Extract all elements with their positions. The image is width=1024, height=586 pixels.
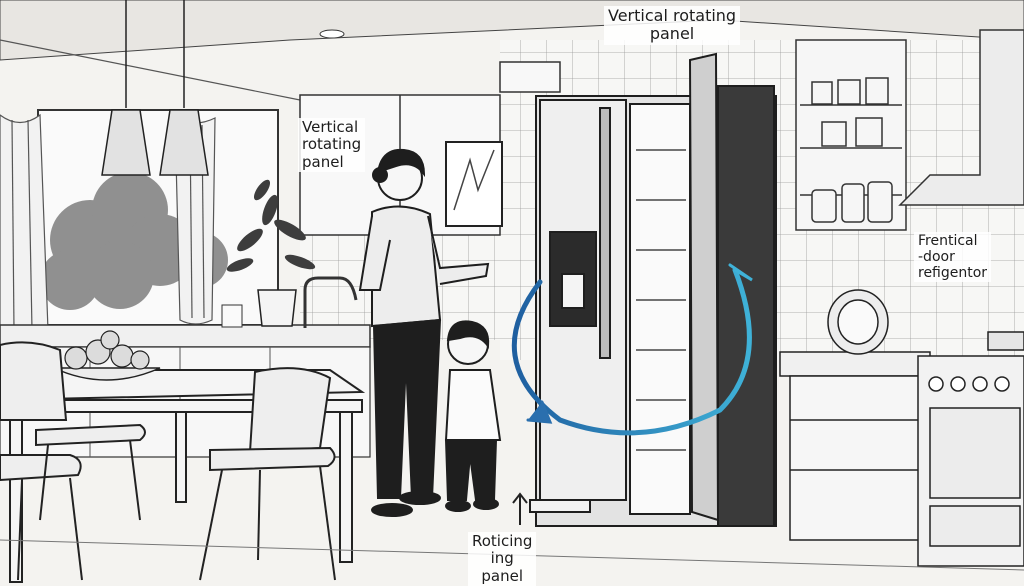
wall-picture [445, 141, 503, 227]
open-shelves [795, 39, 907, 231]
woman-figure [358, 148, 490, 517]
label-vertical-rotating-panel-top: Vertical rotating panel [604, 6, 741, 45]
label-refrigerator: Frentical -door refigentor [914, 232, 992, 283]
range-hood [898, 29, 1024, 206]
label-vertical-rotating-panel-left: Vertical rotating panel [298, 118, 366, 172]
label-rotating-panel-bottom: Roticing ing panel [468, 532, 537, 586]
stove-counter [779, 289, 1024, 567]
dining-chairs [0, 341, 336, 581]
child-figure [444, 320, 502, 512]
tree-foliage [40, 172, 228, 310]
fruit-bowl [53, 330, 161, 381]
pointer-arrow [512, 492, 528, 525]
window [37, 109, 279, 326]
potted-plant [226, 179, 316, 327]
refrigerator [529, 52, 777, 527]
pendant-lamps [101, 0, 209, 176]
rotation-arrow [511, 263, 753, 436]
